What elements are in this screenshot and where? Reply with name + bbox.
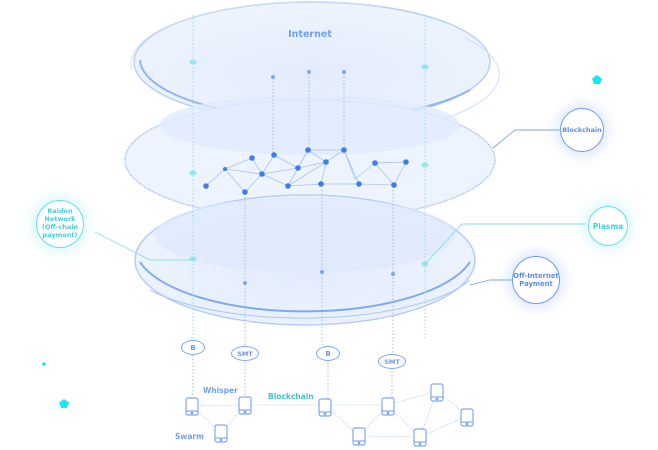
phone-icon: [413, 428, 427, 447]
raiden-line-2: Network: [44, 215, 76, 224]
callout-lines: [94, 129, 586, 286]
token-label: B: [325, 349, 331, 358]
phone-devices: [185, 383, 474, 447]
vertical-connectors: [192, 15, 426, 400]
blockchain-layer-disc: [124, 95, 496, 221]
plasma-callout-label: Plasma: [592, 221, 624, 231]
pentagon-icon: [592, 75, 602, 84]
bitcoin-token-icon: B: [316, 346, 340, 361]
blockchain-callout-label: Blockchain: [562, 126, 602, 134]
phone-icon: [185, 397, 199, 416]
swarm-label: Swarm: [175, 432, 204, 441]
internet-layer-disc: [130, 1, 500, 123]
phone-icon: [318, 398, 332, 417]
whisper-label: Whisper: [203, 386, 238, 395]
token-label: SMT: [384, 357, 400, 366]
dot-icon: [42, 362, 46, 366]
phone-icon: [214, 424, 228, 443]
raiden-line-4: payment): [42, 230, 78, 239]
blockchain-callout: Blockchain: [560, 108, 604, 152]
blockchain-network-label: Blockchain: [268, 392, 314, 401]
pentagon-icon: [59, 399, 69, 408]
phone-icon: [352, 427, 366, 446]
payment-layer-disc: [134, 194, 476, 326]
token-label: SMT: [237, 349, 253, 358]
off-internet-line-2: Payment: [519, 280, 553, 288]
internet-layer-title: Internet: [288, 29, 332, 40]
phone-icon: [238, 396, 252, 415]
smt-token-icon: SMT: [378, 354, 406, 369]
phone-icon: [430, 383, 444, 402]
off-internet-payment-callout: Off-Internet Payment: [512, 256, 560, 304]
smt-token-icon: SMT: [231, 346, 259, 361]
off-internet-line-1: Off-Internet: [513, 271, 559, 280]
token-label: B: [190, 343, 196, 352]
decorative-shapes: [42, 75, 602, 408]
phone-icon: [381, 397, 395, 416]
raiden-network-callout: Raiden Network (Off-chain payment): [36, 200, 84, 248]
blockchain-mesh-nodes: [203, 147, 409, 195]
raiden-line-3: (Off-chain: [41, 223, 79, 231]
phone-icon: [460, 408, 474, 427]
bitcoin-token-icon: B: [181, 340, 205, 355]
raiden-line-1: Raiden: [47, 207, 73, 216]
plasma-callout: Plasma: [588, 206, 628, 246]
